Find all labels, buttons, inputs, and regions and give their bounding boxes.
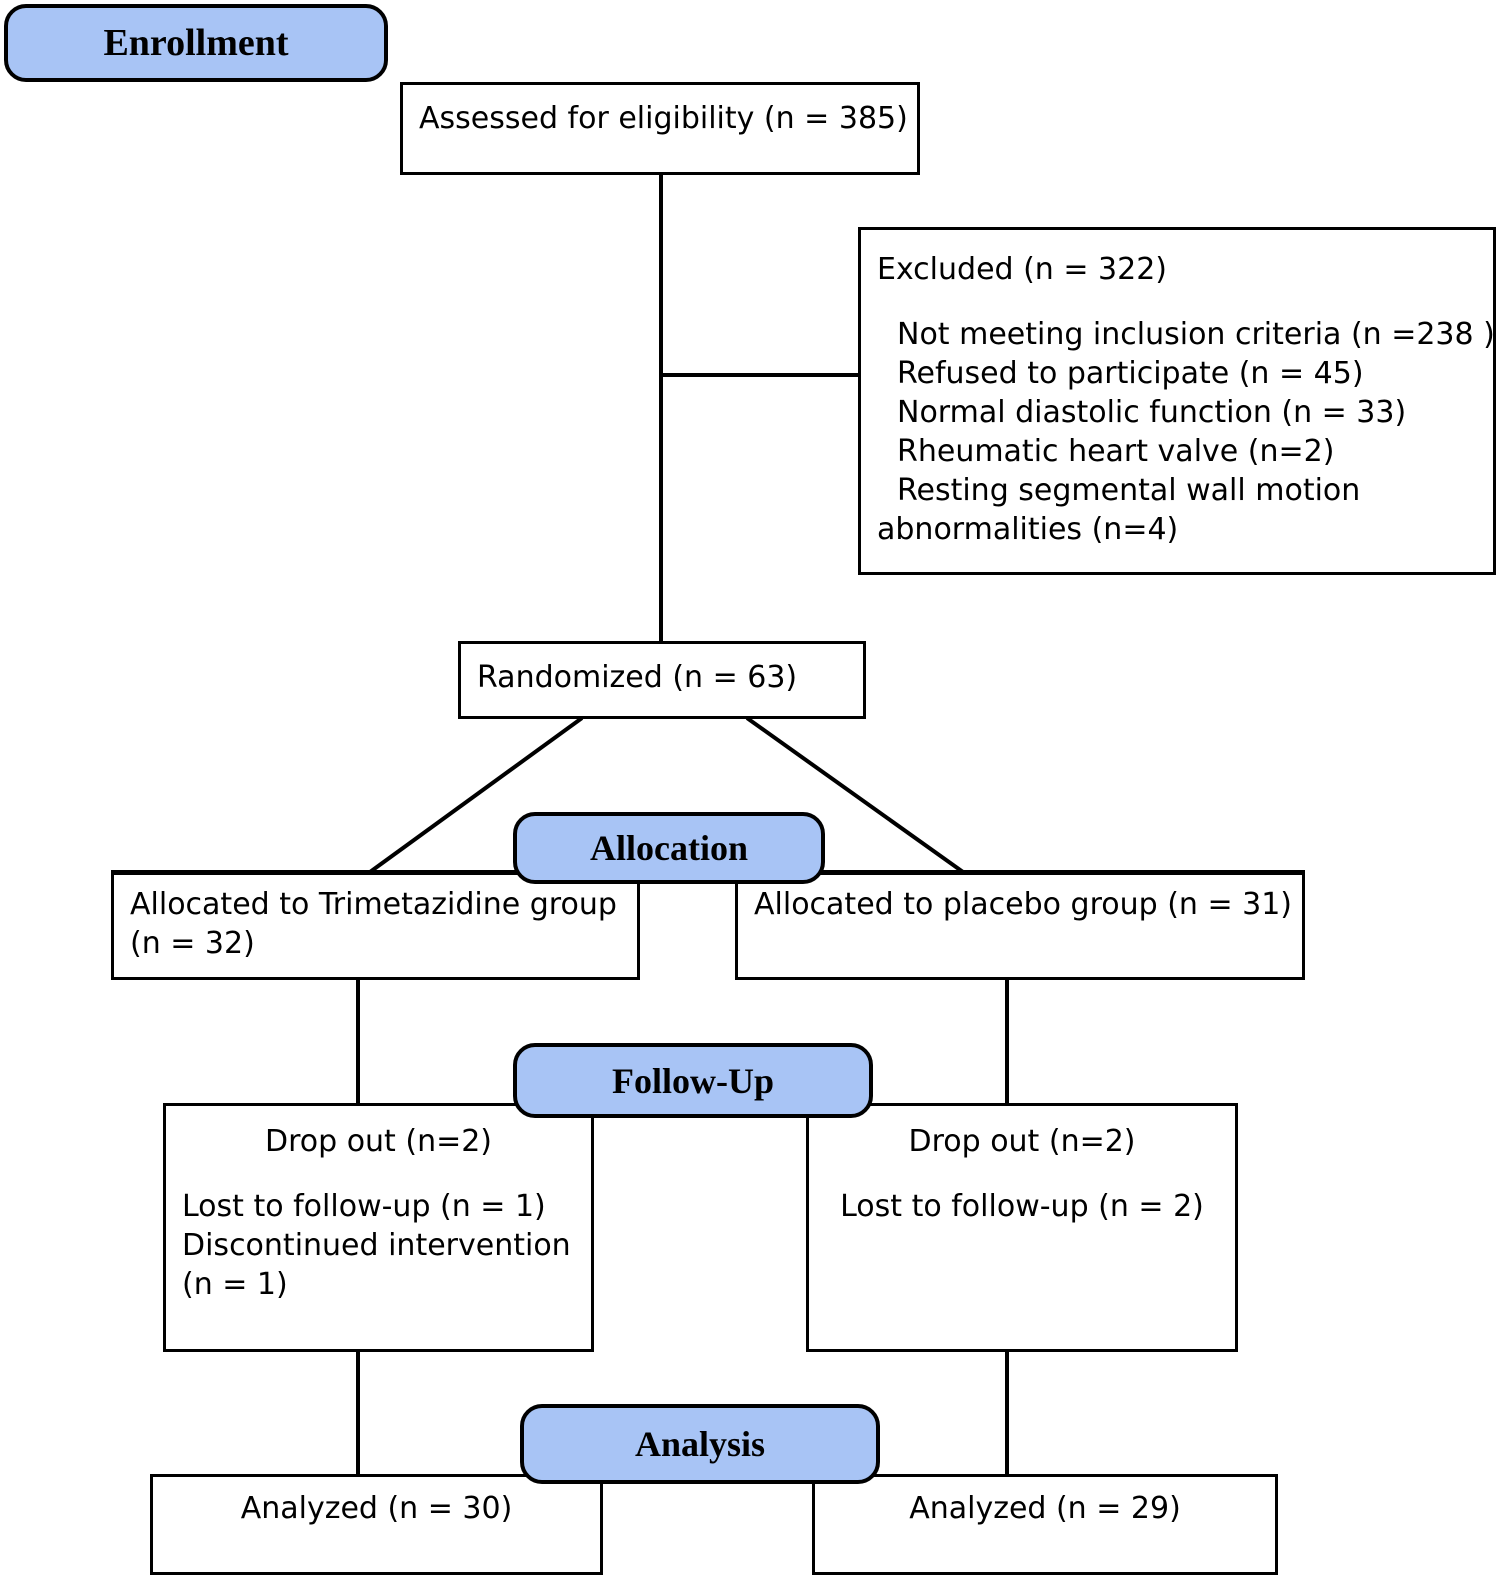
followup-treatment-line-1: Drop out (n=2) bbox=[264, 1124, 493, 1159]
excluded-reason-3: Normal diastolic function (n = 33) bbox=[897, 395, 1407, 430]
followup-treatment-spacer bbox=[182, 1161, 575, 1187]
allocated-treatment-line-1: Allocated to Trimetazidine group bbox=[130, 887, 617, 922]
followup-treatment-line-4: (n = 1) bbox=[182, 1267, 288, 1302]
assessed-line-1: Assessed for eligibility (n = 385) bbox=[419, 101, 908, 136]
excluded-reason-6: abnormalities (n=4) bbox=[877, 512, 1179, 547]
excluded-reason-2: Refused to participate (n = 45) bbox=[897, 356, 1364, 391]
excluded-spacer bbox=[877, 289, 1477, 315]
box-assessed-for-eligibility: Assessed for eligibility (n = 385) bbox=[400, 82, 920, 175]
box-randomized: Randomized (n = 63) bbox=[458, 641, 866, 719]
followup-treatment-line-3: Discontinued intervention bbox=[182, 1228, 571, 1263]
stage-banner-followup: Follow-Up bbox=[513, 1043, 873, 1118]
box-allocated-placebo: Allocated to placebo group (n = 31) bbox=[735, 872, 1305, 980]
allocated-placebo-line-1: Allocated to placebo group (n = 31) bbox=[754, 887, 1292, 922]
box-allocated-trimetazidine: Allocated to Trimetazidine group (n = 32… bbox=[111, 872, 640, 980]
followup-treatment-line-2: Lost to follow-up (n = 1) bbox=[182, 1189, 546, 1224]
box-excluded: Excluded (n = 322) Not meeting inclusion… bbox=[858, 227, 1496, 575]
stage-banner-allocation: Allocation bbox=[513, 812, 825, 884]
stage-banner-analysis: Analysis bbox=[520, 1404, 880, 1484]
excluded-reason-5: Resting segmental wall motion bbox=[897, 473, 1361, 508]
excluded-reason-4: Rheumatic heart valve (n=2) bbox=[897, 434, 1335, 469]
excluded-heading: Excluded (n = 322) bbox=[877, 252, 1167, 287]
followup-placebo-line-2: Lost to follow-up (n = 2) bbox=[840, 1189, 1204, 1224]
analyzed-placebo-line-1: Analyzed (n = 29) bbox=[909, 1491, 1181, 1526]
excluded-reason-1: Not meeting inclusion criteria (n =238 ) bbox=[897, 317, 1495, 352]
box-analyzed-placebo: Analyzed (n = 29) bbox=[812, 1474, 1278, 1575]
box-followup-placebo: Drop out (n=2) Lost to follow-up (n = 2) bbox=[806, 1103, 1238, 1352]
stage-banner-enrollment: Enrollment bbox=[4, 4, 388, 82]
box-analyzed-trimetazidine: Analyzed (n = 30) bbox=[150, 1474, 603, 1575]
allocated-treatment-line-2: (n = 32) bbox=[130, 926, 255, 961]
followup-placebo-line-1: Drop out (n=2) bbox=[908, 1124, 1136, 1159]
box-followup-trimetazidine: Drop out (n=2) Lost to follow-up (n = 1)… bbox=[163, 1103, 594, 1352]
followup-placebo-spacer bbox=[825, 1161, 1219, 1187]
analyzed-treatment-line-1: Analyzed (n = 30) bbox=[240, 1491, 513, 1526]
randomized-line-1: Randomized (n = 63) bbox=[477, 660, 798, 695]
